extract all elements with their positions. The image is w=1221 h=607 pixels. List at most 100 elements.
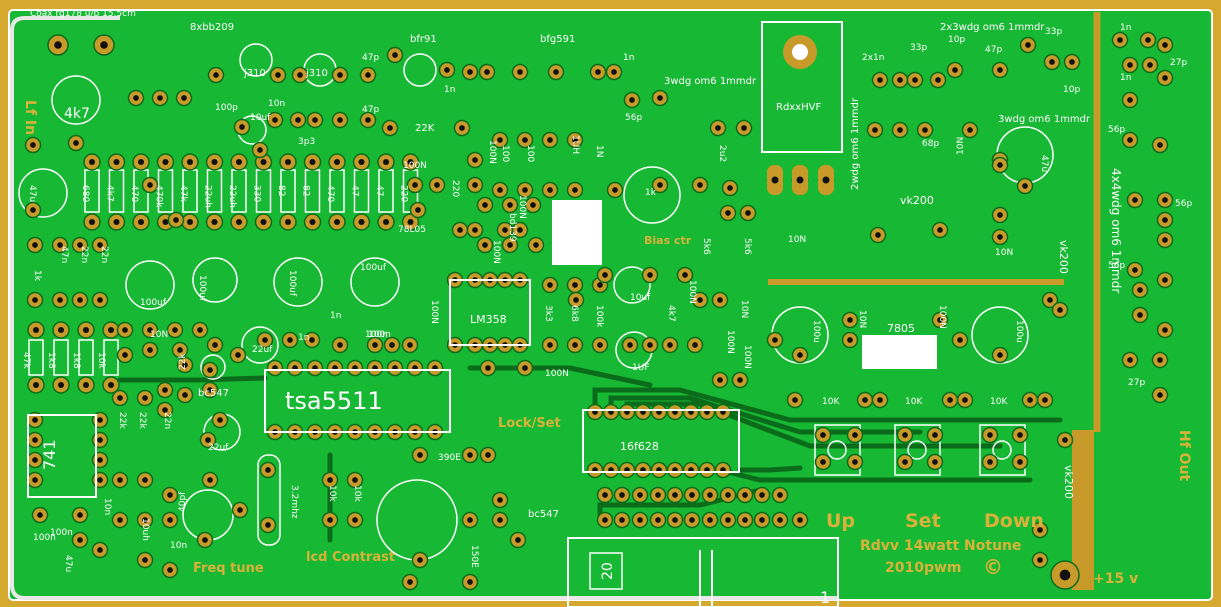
drill-hole xyxy=(30,142,36,148)
drill-hole xyxy=(162,407,168,413)
component-label: 47n xyxy=(59,246,69,263)
drill-hole xyxy=(522,137,528,143)
drill-hole xyxy=(1049,59,1055,65)
drill-hole xyxy=(872,127,878,133)
outline-circle xyxy=(200,354,226,380)
drill-hole xyxy=(522,187,528,193)
drill-hole xyxy=(897,127,903,133)
drill-hole xyxy=(482,202,488,208)
trace xyxy=(717,467,1033,483)
connector-mark-label: 20 xyxy=(600,562,616,580)
component-label: 100n xyxy=(365,330,388,340)
outline-circle xyxy=(18,168,68,218)
component-label: 5k6 xyxy=(742,238,752,255)
drill-hole xyxy=(1059,569,1071,581)
coil-label-2: 2x3wdg om6 1mmdr xyxy=(940,22,1045,33)
component-label: 220 xyxy=(399,185,409,202)
drill-hole xyxy=(877,77,883,83)
component-label: 3p3 xyxy=(298,137,315,147)
drill-hole xyxy=(572,342,578,348)
drill-hole xyxy=(32,326,40,334)
drill-hole xyxy=(172,327,178,333)
component-label: 33p xyxy=(910,43,927,53)
component-label: 10N xyxy=(857,310,867,328)
drill-hole xyxy=(997,67,1003,73)
drill-hole xyxy=(472,157,478,163)
component-label: 22k xyxy=(117,412,127,429)
component-label: 47u xyxy=(27,185,37,202)
drill-hole xyxy=(82,381,90,389)
component-label: 100uf xyxy=(287,270,297,297)
drill-hole xyxy=(611,69,617,75)
pad-group xyxy=(24,31,1174,591)
component-label: 100N xyxy=(403,161,427,171)
ic-16f628-label: 16f628 xyxy=(620,440,659,453)
drill-hole xyxy=(237,507,243,513)
component-label: 1k xyxy=(32,270,42,282)
drill-hole xyxy=(297,72,303,78)
drill-hole xyxy=(715,125,721,131)
trace xyxy=(117,375,268,383)
ic-lm358-outline xyxy=(449,279,531,346)
drill-hole xyxy=(32,242,38,248)
drill-hole xyxy=(655,492,661,498)
component-label: 220 xyxy=(450,180,460,197)
drill-hole xyxy=(162,387,168,393)
component-label: 330 xyxy=(252,185,262,202)
component-label: 3k3 xyxy=(543,305,553,322)
component-label: 10k xyxy=(352,485,362,502)
drill-hole xyxy=(485,365,491,371)
drill-hole xyxy=(602,492,608,498)
drill-hole xyxy=(937,227,943,233)
drill-hole xyxy=(1037,527,1043,533)
drill-hole xyxy=(235,218,243,226)
drill-hole xyxy=(573,297,579,303)
component-label: 100uf xyxy=(360,263,387,273)
drill-hole xyxy=(137,158,145,166)
component-label: 10N xyxy=(739,300,749,318)
drill-hole xyxy=(37,512,43,518)
drill-hole xyxy=(262,337,268,343)
drill-hole xyxy=(57,242,63,248)
resistor-body xyxy=(78,339,94,376)
drill-hole xyxy=(517,69,523,75)
drill-hole xyxy=(647,272,653,278)
component-label: 1UF xyxy=(632,363,650,373)
bc547-b-label: bc547 xyxy=(528,509,559,520)
drill-hole xyxy=(257,147,263,153)
drill-hole xyxy=(309,218,316,226)
drill-hole xyxy=(352,477,358,483)
drill-hole xyxy=(717,297,723,303)
drill-hole xyxy=(97,242,103,248)
drill-hole xyxy=(207,367,213,373)
reg-7805-label: 7805 xyxy=(887,322,915,335)
drill-hole xyxy=(772,337,778,343)
ic-tsa5511-outline xyxy=(264,369,451,433)
component-label: 1k xyxy=(645,188,657,198)
drill-hole xyxy=(211,158,218,166)
drill-hole xyxy=(847,337,853,343)
component-label: 100N xyxy=(491,240,501,264)
drill-hole xyxy=(337,342,343,348)
drill-hole xyxy=(167,492,173,498)
component-label: 10k xyxy=(327,485,337,502)
drill-hole xyxy=(619,492,625,498)
drill-hole xyxy=(275,72,281,78)
component-label: 10N xyxy=(150,330,168,340)
drill-hole xyxy=(117,477,123,483)
component-label: 1k8 xyxy=(46,352,56,369)
drill-hole xyxy=(647,342,653,348)
component-label: 390E xyxy=(438,453,461,463)
drill-hole xyxy=(57,297,63,303)
component-label: 150E xyxy=(469,545,479,568)
drill-hole xyxy=(597,282,603,288)
connector-pin-label: 1 xyxy=(820,588,830,607)
drill-hole xyxy=(73,140,79,146)
coil-label-3: 3wdg om6 1mmdr xyxy=(998,114,1091,125)
drill-hole xyxy=(572,282,578,288)
drill-hole xyxy=(387,125,393,131)
component-label: 100N xyxy=(742,345,752,369)
outline-circle xyxy=(613,266,651,304)
drill-hole xyxy=(1127,137,1133,143)
drill-hole xyxy=(32,437,38,443)
